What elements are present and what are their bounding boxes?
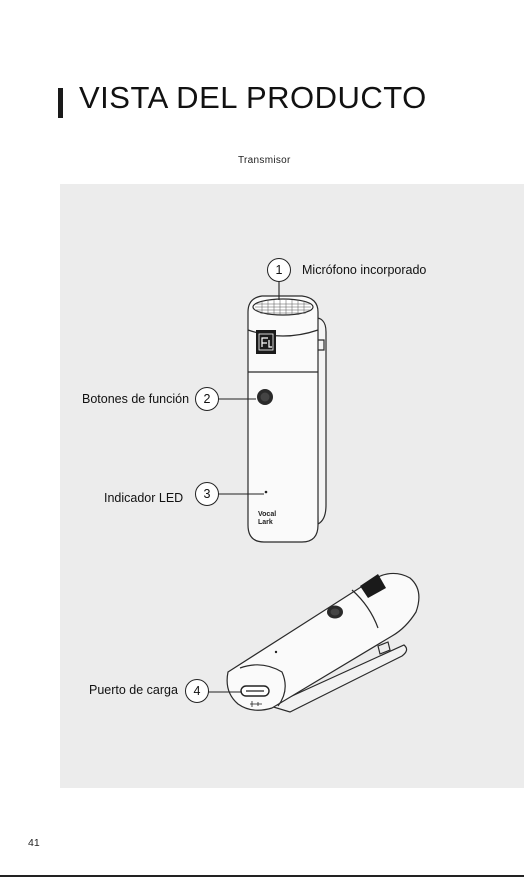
led-indicator-dot [265,491,268,494]
brand-logo-badge [256,330,276,354]
callout-number-3: 3 [195,482,219,506]
function-button [257,389,273,405]
callout-label-microphone: Micrófono incorporado [302,263,426,277]
led-indicator-dot-lying [275,651,277,653]
callout-number-1: 1 [267,258,291,282]
page-number: 41 [28,837,40,849]
callout-label-led-indicator: Indicador LED [104,491,183,505]
callout-number-2: 2 [195,387,219,411]
callout-number-4: 4 [185,679,209,703]
function-button-lying [327,606,343,619]
callout-label-function-buttons: Botones de función [82,392,189,406]
callout-label-charging-port: Puerto de carga [89,683,178,697]
